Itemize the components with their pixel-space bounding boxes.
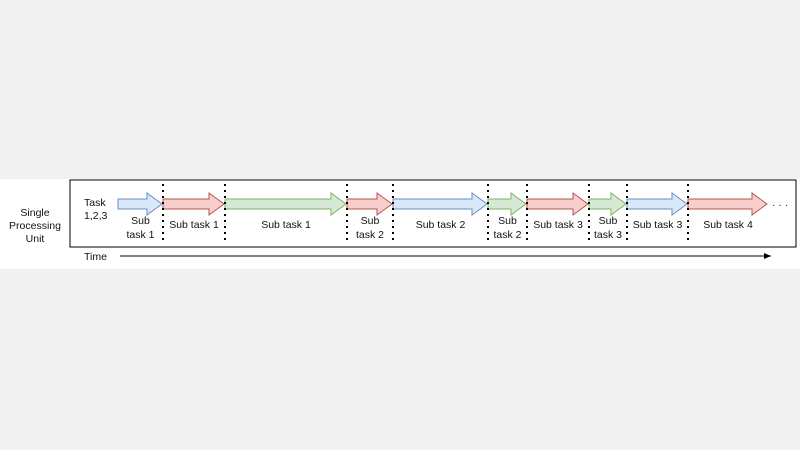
subtask-label-3: Sub task 1 <box>261 219 311 231</box>
subtask-label-6: Sub <box>498 215 517 227</box>
subtask-label-7: Sub task 3 <box>533 219 583 231</box>
unit-label-line2: Processing <box>9 220 61 232</box>
subtask-label-5: Sub task 2 <box>416 219 466 231</box>
subtask-label-4-line2: task 2 <box>356 229 384 241</box>
subtask-label-8-line2: task 3 <box>594 229 622 241</box>
subtask-label-2: Sub task 1 <box>169 219 219 231</box>
segments-group: Sub task 1 Sub task 1 Sub task 1 Sub task 2 Su… <box>117 184 768 243</box>
task-label-line2: 1,2,3 <box>84 210 108 222</box>
subtask-label-6-line2: task 2 <box>493 229 521 241</box>
subtask-label-8: Sub <box>599 215 618 227</box>
subtask-arrow-9 <box>626 192 688 216</box>
subtask-arrow-6 <box>487 192 527 216</box>
subtask-arrow-7 <box>526 192 589 216</box>
subtask-arrow-10 <box>687 192 768 216</box>
processing-unit-box <box>69 179 797 248</box>
subtask-label-9: Sub task 3 <box>633 219 683 231</box>
subtask-arrow-1 <box>117 192 163 216</box>
subtask-label-10: Sub task 4 <box>703 219 753 231</box>
ellipsis-label: · · · <box>772 199 788 211</box>
subtask-arrow-4 <box>346 192 393 216</box>
subtask-arrow-8 <box>588 192 627 216</box>
time-label: Time <box>84 251 107 263</box>
unit-label-line1: Single <box>20 207 49 219</box>
unit-label-line3: Unit <box>26 233 45 245</box>
subtask-arrow-2 <box>162 192 225 216</box>
subtask-label-1: Sub <box>131 215 150 227</box>
subtask-label-1-line2: task 1 <box>126 229 154 241</box>
subtask-arrow-5 <box>392 192 488 216</box>
task-label-line1: Task <box>84 197 106 209</box>
subtask-label-4: Sub <box>361 215 380 227</box>
subtask-arrow-3 <box>224 192 347 216</box>
